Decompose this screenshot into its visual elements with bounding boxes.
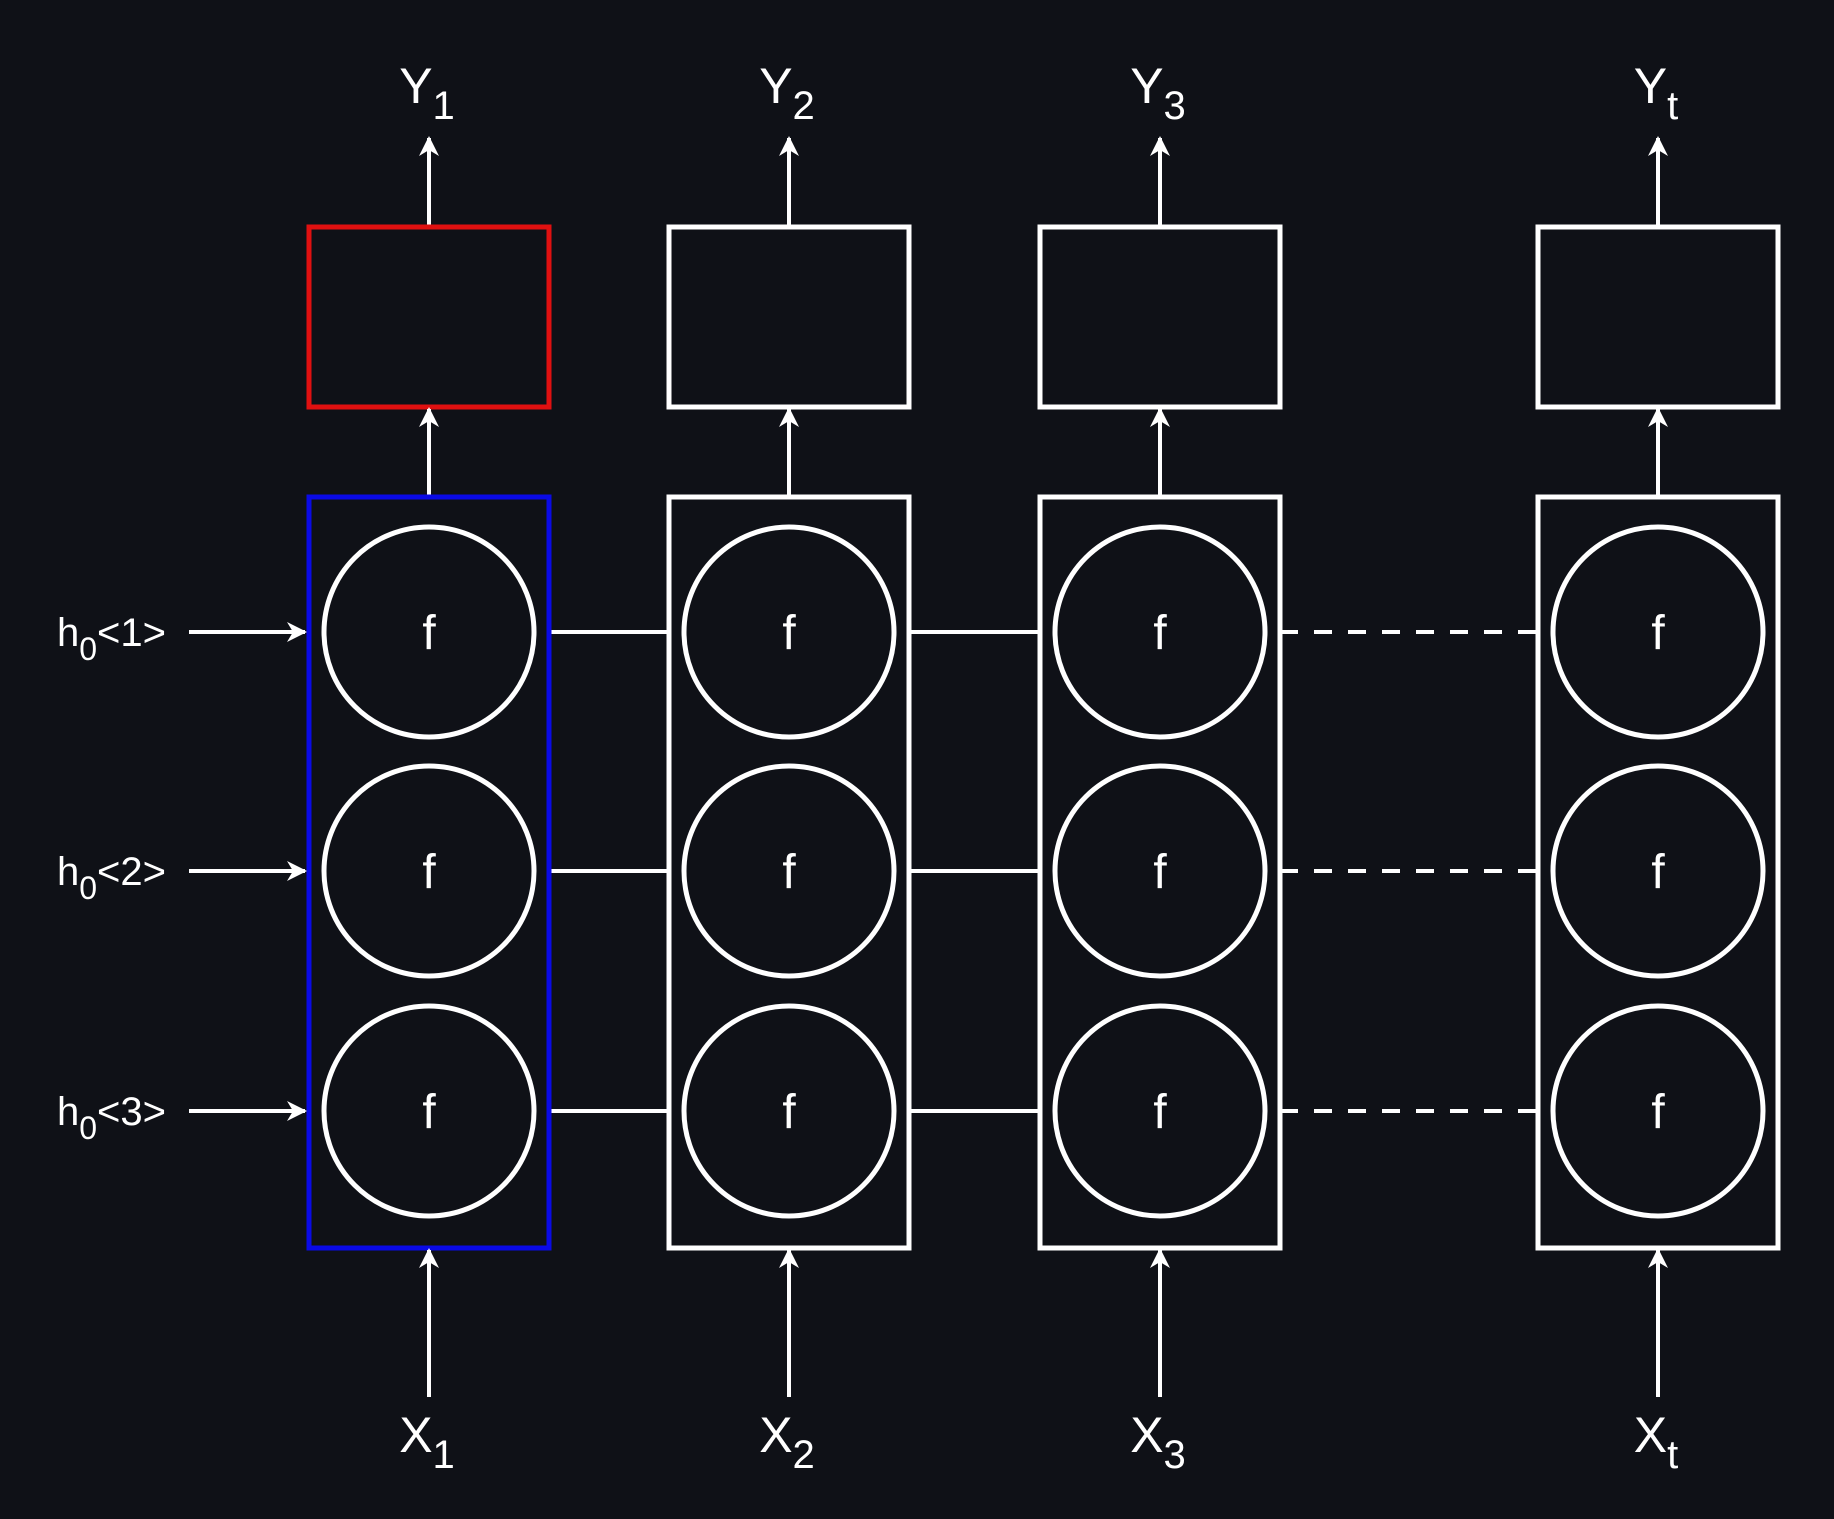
output-label-1-subscript: 1	[433, 84, 455, 128]
node-label-c1-r3: f	[422, 1086, 436, 1139]
node-label-c3-r2: f	[1153, 846, 1167, 899]
input-label-2-base: X	[759, 1407, 792, 1463]
node-label-c4-r2: f	[1651, 846, 1665, 899]
node-circle-c2-r2	[681, 763, 897, 979]
input-label-1-base: X	[399, 1407, 432, 1463]
node-label-c1-r1: f	[422, 607, 436, 660]
output-label-1: Y1	[399, 58, 455, 128]
input-label-4-subscript: t	[1667, 1433, 1678, 1477]
output-label-4-base: Y	[1634, 58, 1667, 114]
output-label-2-base: Y	[759, 58, 792, 114]
hidden-input-base-3: h	[57, 1090, 79, 1134]
node-circle-c1-r1	[321, 524, 537, 740]
input-label-1-subscript: 1	[433, 1433, 455, 1477]
output-label-3-subscript: 3	[1164, 84, 1186, 128]
input-label-3-base: X	[1130, 1407, 1163, 1463]
node-circle-c3-r2	[1052, 763, 1268, 979]
node-label-c2-r2: f	[782, 846, 796, 899]
hidden-input-label-2: h0<2>	[57, 850, 166, 906]
node-circle-c3-r3	[1052, 1003, 1268, 1219]
node-label-c4-r1: f	[1651, 607, 1665, 660]
output-label-2-subscript: 2	[793, 84, 815, 128]
node-label-c1-r2: f	[422, 846, 436, 899]
hidden-input-base-1: h	[57, 611, 79, 655]
output-label-4-subscript: t	[1667, 84, 1678, 128]
node-label-c2-r3: f	[782, 1086, 796, 1139]
output-label-1-base: Y	[399, 58, 432, 114]
input-label-4: Xt	[1634, 1407, 1678, 1477]
node-circle-c4-r3	[1550, 1003, 1766, 1219]
node-circle-c4-r2	[1550, 763, 1766, 979]
node-label-c3-r1: f	[1153, 607, 1167, 660]
input-label-2: X2	[759, 1407, 815, 1477]
node-circle-c4-r1	[1550, 524, 1766, 740]
node-label-c2-r1: f	[782, 607, 796, 660]
hidden-input-label-3: h0<3>	[57, 1090, 166, 1146]
output-label-2: Y2	[759, 58, 815, 128]
hidden-input-suffix-3: <3>	[97, 1090, 166, 1134]
hidden-input-suffix-1: <1>	[97, 611, 166, 655]
input-label-4-base: X	[1634, 1407, 1667, 1463]
output-label-3-base: Y	[1130, 58, 1163, 114]
output-label-4: Yt	[1634, 58, 1678, 128]
node-circle-c2-r3	[681, 1003, 897, 1219]
hidden-input-subscript-2: 0	[79, 870, 97, 906]
input-label-1: X1	[399, 1407, 455, 1477]
input-label-3: X3	[1130, 1407, 1186, 1477]
hidden-input-suffix-2: <2>	[97, 850, 166, 894]
hidden-input-subscript-1: 0	[79, 631, 97, 667]
node-label-c4-r3: f	[1651, 1086, 1665, 1139]
node-circle-c1-r3	[321, 1003, 537, 1219]
input-label-3-subscript: 3	[1164, 1433, 1186, 1477]
output-label-3: Y3	[1130, 58, 1186, 128]
hidden-input-subscript-3: 0	[79, 1110, 97, 1146]
node-label-c3-r3: f	[1153, 1086, 1167, 1139]
input-label-2-subscript: 2	[793, 1433, 815, 1477]
node-circle-c2-r1	[681, 524, 897, 740]
hidden-input-label-1: h0<1>	[57, 611, 166, 667]
node-circle-c1-r2	[321, 763, 537, 979]
hidden-input-base-2: h	[57, 850, 79, 894]
node-circle-c3-r1	[1052, 524, 1268, 740]
